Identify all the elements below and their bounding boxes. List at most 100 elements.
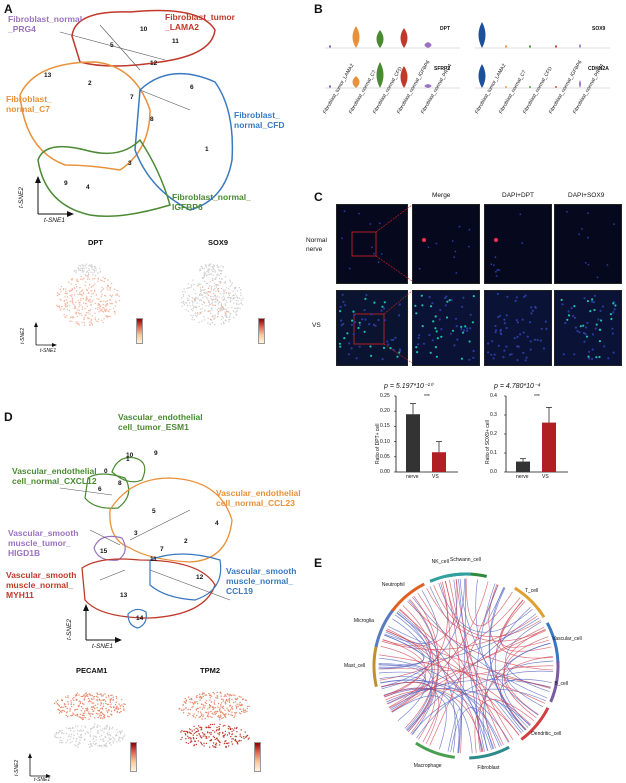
cell-dot: [106, 726, 108, 728]
cell-dot: [214, 713, 216, 715]
cell-dot: [199, 268, 201, 270]
cell-dot: [223, 734, 226, 737]
cell-dot: [81, 718, 84, 721]
cell-dot: [84, 733, 87, 735]
cell-dot: [70, 729, 72, 732]
cell-dot: [222, 295, 225, 297]
cell-dot: [112, 307, 115, 309]
axis-a-x: t-SNE1: [44, 217, 65, 224]
cell-dot: [58, 709, 61, 711]
nucleus-dot: [584, 326, 588, 329]
cell-dot: [108, 709, 110, 711]
nucleus-dot: [613, 308, 616, 311]
cell-dot: [69, 738, 71, 741]
nucleus-dot: [466, 329, 469, 332]
cell-dot: [121, 699, 123, 701]
cell-dot: [61, 740, 63, 742]
cell-dot: [228, 288, 230, 290]
cell-dot: [65, 288, 67, 290]
cell-dot: [106, 304, 109, 306]
cell-dot: [88, 278, 91, 280]
nucleus-dot: [544, 320, 547, 323]
cell-dot: [91, 694, 93, 697]
cell-dot: [215, 712, 217, 714]
cell-dot: [212, 304, 214, 306]
cell-dot: [93, 266, 95, 268]
cell-dot: [219, 719, 221, 721]
cell-dot: [203, 271, 205, 273]
cell-dot: [97, 703, 99, 705]
nucleus-dot: [434, 315, 437, 318]
cell-dot: [218, 290, 220, 293]
cell-dot: [70, 715, 72, 717]
cell-dot: [76, 692, 79, 694]
cell-dot: [221, 278, 223, 280]
cell-dot: [207, 287, 210, 289]
cell-dot: [211, 269, 213, 271]
micro-vs-merge: [412, 290, 480, 366]
cell-dot: [91, 322, 93, 325]
cell-dot: [233, 727, 236, 729]
nucleus-dot: [582, 331, 586, 335]
cell-dot: [191, 702, 193, 704]
nucleus-dot: [380, 309, 383, 312]
cell-dot: [60, 290, 62, 293]
cell-dot: [220, 695, 222, 697]
nucleus-dot: [496, 269, 499, 271]
nucleus-dot: [421, 304, 424, 307]
cell-dot: [76, 311, 78, 313]
cell-dot: [77, 725, 79, 727]
cell-dot: [112, 742, 115, 744]
cell-dot: [75, 313, 78, 315]
cell-dot: [215, 742, 218, 744]
cell-dot: [209, 694, 211, 696]
cell-dot: [212, 296, 214, 298]
cell-dot: [224, 701, 227, 703]
cell-dot: [60, 706, 63, 708]
cell-dot: [89, 310, 91, 312]
cell-dot: [69, 742, 72, 744]
cell-dot: [188, 712, 190, 714]
cell-dot: [201, 693, 203, 696]
nucleus-dot: [381, 305, 384, 308]
cell-dot: [192, 304, 194, 306]
nucleus-dot: [612, 351, 615, 354]
cell-dot: [98, 267, 101, 270]
cell-dot: [215, 290, 217, 292]
cell-dot: [105, 708, 107, 710]
cell-dot: [233, 702, 235, 704]
cell-dot: [215, 301, 217, 303]
cell-dot: [206, 282, 208, 284]
cell-dot: [115, 695, 118, 698]
nucleus-dot: [570, 307, 573, 310]
cell-dot: [234, 715, 236, 717]
cell-dot: [100, 707, 102, 710]
cell-dot: [228, 321, 230, 323]
nucleus-dot: [460, 325, 463, 328]
cell-dot: [224, 289, 226, 291]
cell-dot: [72, 317, 74, 319]
cell-dot: [116, 289, 118, 292]
cell-dot: [182, 709, 184, 712]
cell-dot: [102, 738, 105, 740]
cell-dot: [184, 730, 186, 733]
cell-dot: [112, 736, 114, 738]
violin-shape: [529, 45, 531, 48]
cell-dot: [123, 735, 125, 738]
cell-dot: [239, 708, 241, 710]
cell-dot: [230, 313, 232, 315]
cell-dot: [79, 713, 82, 715]
cell-dot: [85, 311, 88, 314]
cell-dot: [115, 701, 118, 703]
nucleus-dot: [592, 301, 595, 304]
nucleus-dot: [454, 317, 458, 320]
cell-dot: [221, 706, 223, 709]
cell-dot: [216, 691, 218, 694]
cell-dot: [202, 715, 204, 718]
cell-dot: [216, 274, 218, 276]
nucleus-dot: [449, 332, 452, 335]
nucleus-dot: [594, 327, 597, 330]
cell-dot: [231, 284, 233, 286]
cell-dot: [99, 307, 101, 310]
nucleus-dot: [609, 313, 613, 316]
